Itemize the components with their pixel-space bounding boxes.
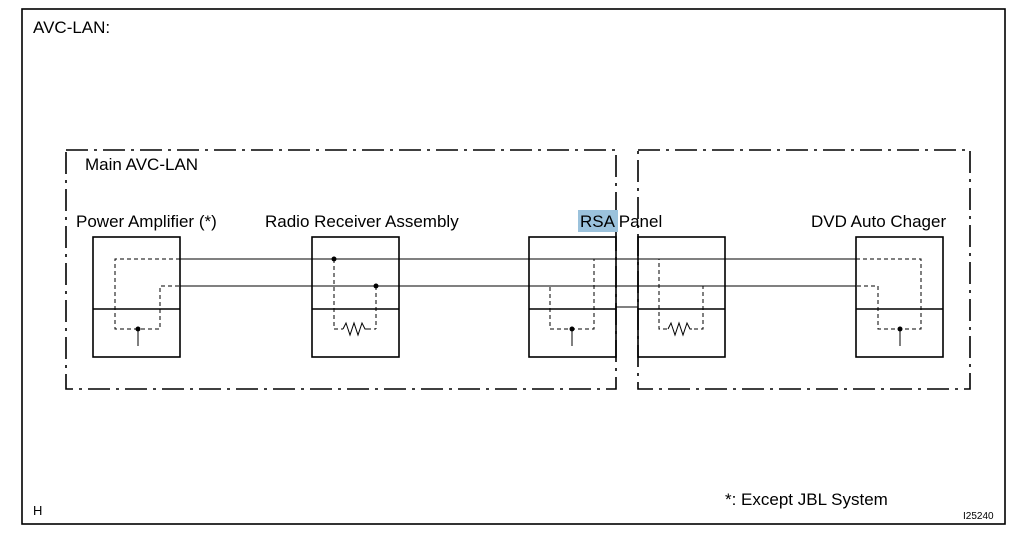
radio-receiver-box (311, 236, 400, 358)
label-radio-receiver-assembly: Radio Receiver Assembly (265, 212, 459, 231)
label-dvd-auto-changer: DVD Auto Chager (811, 212, 946, 231)
main-avc-lan-group (65, 149, 617, 390)
label-rsa-panel: RSA Panel (580, 212, 662, 231)
dvd-auto-changer-box (855, 236, 944, 358)
figure-code: I25240 (963, 511, 994, 522)
label-rsa-highlighted: RSA (580, 212, 616, 231)
group-label-main-avc-lan: Main AVC-LAN (85, 155, 198, 174)
rsa-highlight (578, 210, 618, 232)
footnote: *: Except JBL System (725, 490, 888, 509)
label-power-amplifier: Power Amplifier (*) (76, 212, 217, 231)
label-rsa-panel-rest: Panel (614, 212, 662, 231)
outer-frame (21, 8, 1006, 525)
corner-letter: H (33, 503, 42, 518)
rear-unit-box (637, 236, 726, 358)
rear-avc-lan-group (637, 149, 971, 390)
power-amplifier-box (92, 236, 181, 358)
rsa-panel-box (528, 236, 617, 358)
diagram-title: AVC-LAN: (33, 18, 110, 37)
